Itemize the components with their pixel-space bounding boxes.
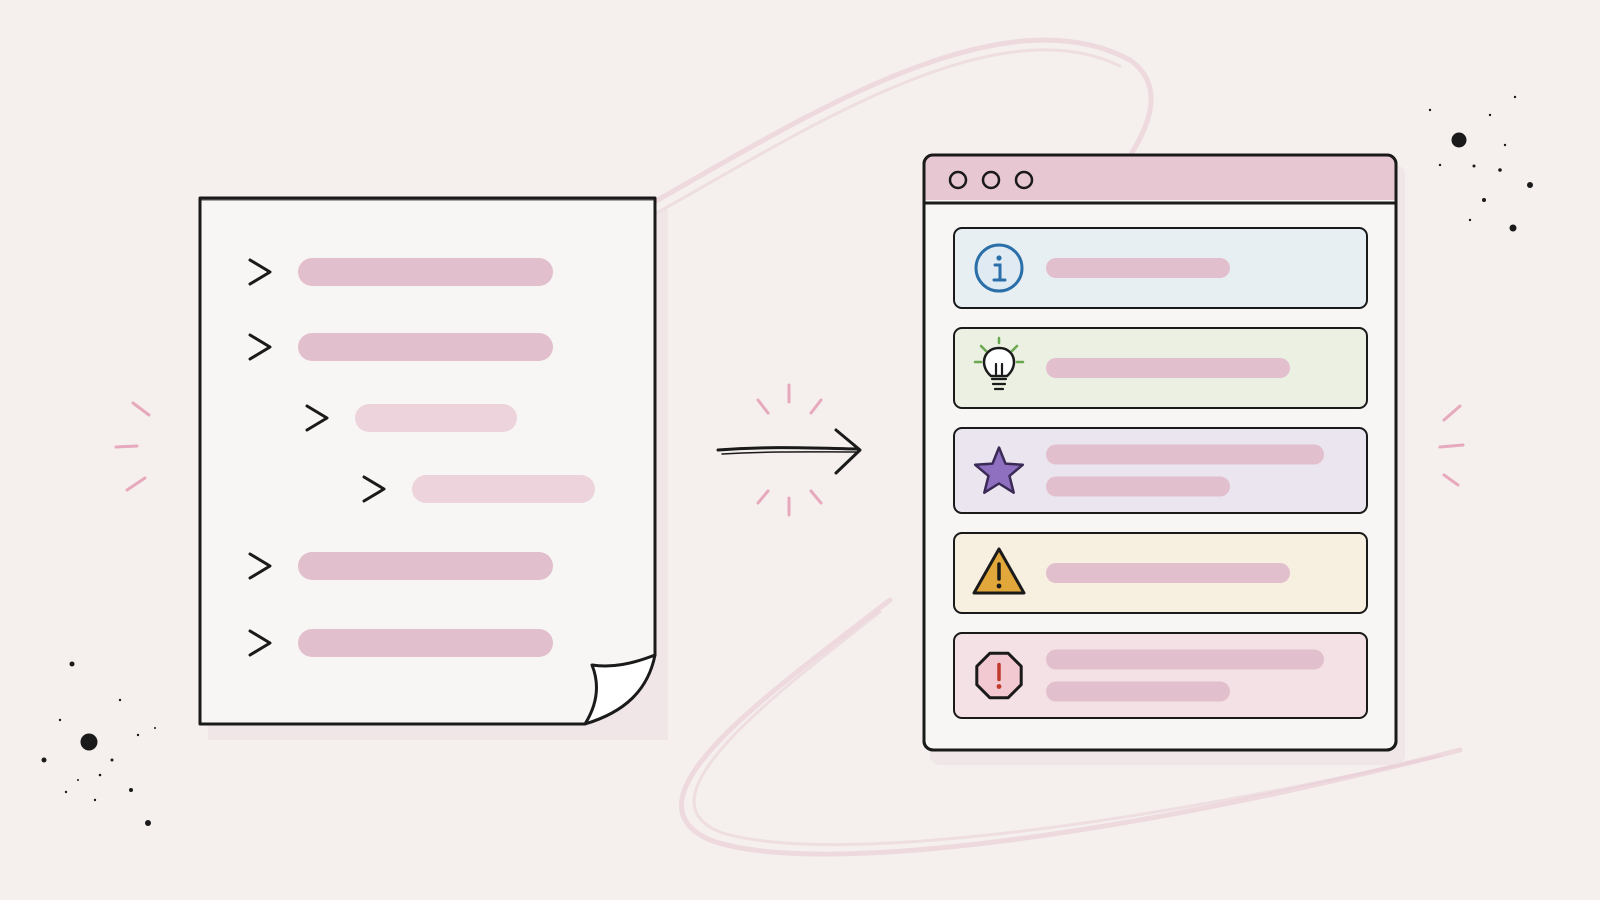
lightbulb-icon [973, 336, 1025, 391]
callout-tip [953, 327, 1368, 409]
window-dot-icon [948, 170, 968, 190]
left-accent-ticks [114, 401, 151, 492]
callout-caution [953, 632, 1368, 719]
chevron-right-icon [248, 333, 272, 361]
ink-dot [145, 820, 151, 826]
text-placeholder-bar [1046, 358, 1290, 378]
document-line [362, 475, 595, 503]
document-line [305, 404, 517, 432]
callout-info [953, 227, 1368, 309]
text-placeholder-bar [298, 333, 553, 361]
chevron-right-icon [248, 629, 272, 657]
ink-dot [1498, 168, 1502, 172]
ink-dot [136, 733, 140, 737]
ink-dot [1513, 95, 1517, 99]
arrow-right-icon [716, 428, 862, 475]
chevron-right-icon [248, 258, 272, 286]
ink-dot [1468, 218, 1472, 222]
ink-splatters [41, 95, 1533, 826]
text-placeholder-bar [1046, 681, 1230, 702]
document-line [248, 552, 553, 580]
text-placeholder-bar [298, 629, 553, 657]
chevron-right-icon [305, 404, 329, 432]
ink-dot [98, 773, 102, 777]
ink-dot [1472, 164, 1476, 168]
ink-dot [64, 790, 68, 794]
ink-dot [69, 661, 75, 667]
star-icon [973, 446, 1025, 494]
window-dot-icon [1014, 170, 1034, 190]
ink-dot [1503, 143, 1507, 147]
text-placeholder-bar [1046, 444, 1324, 465]
ink-dot [1451, 132, 1467, 148]
right-accent-ticks [1438, 404, 1465, 487]
ink-dot [41, 757, 47, 763]
text-placeholder-bar [1046, 258, 1230, 278]
text-placeholder-bar [412, 475, 595, 503]
ink-dot [1482, 198, 1486, 202]
arrow-sparkle-ticks [756, 383, 823, 517]
folded-page-corner [583, 653, 657, 726]
text-placeholder-bar [1046, 476, 1230, 497]
window-dot-icon [981, 170, 1001, 190]
chevron-right-icon [362, 475, 386, 503]
document-lines [248, 258, 595, 657]
text-placeholder-bar [355, 404, 517, 432]
warning-icon [972, 547, 1026, 595]
ink-dot [1488, 113, 1492, 117]
ink-dot [1438, 163, 1442, 167]
info-icon [974, 243, 1024, 293]
document-line [248, 258, 553, 286]
document-line [248, 629, 553, 657]
stop-icon [975, 651, 1023, 700]
ink-dot [1509, 224, 1517, 232]
text-placeholder-bar [298, 258, 553, 286]
ink-dot [93, 798, 97, 802]
window-controls [948, 170, 1034, 190]
chevron-right-icon [248, 552, 272, 580]
ink-dot [80, 733, 98, 751]
ink-dot [118, 698, 122, 702]
ink-dot [58, 718, 62, 722]
callout-list [953, 227, 1368, 719]
text-placeholder-bar [298, 552, 553, 580]
document-line [248, 333, 553, 361]
text-placeholder-bar [1046, 649, 1324, 670]
ink-dot [154, 727, 156, 729]
text-placeholder-bar [1046, 563, 1290, 583]
ink-dot [1428, 108, 1432, 112]
ink-dot [77, 779, 79, 781]
callout-warning [953, 532, 1368, 614]
callout-important [953, 427, 1368, 514]
ink-dot [110, 758, 114, 762]
ink-dot [129, 788, 133, 792]
ink-dot [1527, 182, 1533, 188]
